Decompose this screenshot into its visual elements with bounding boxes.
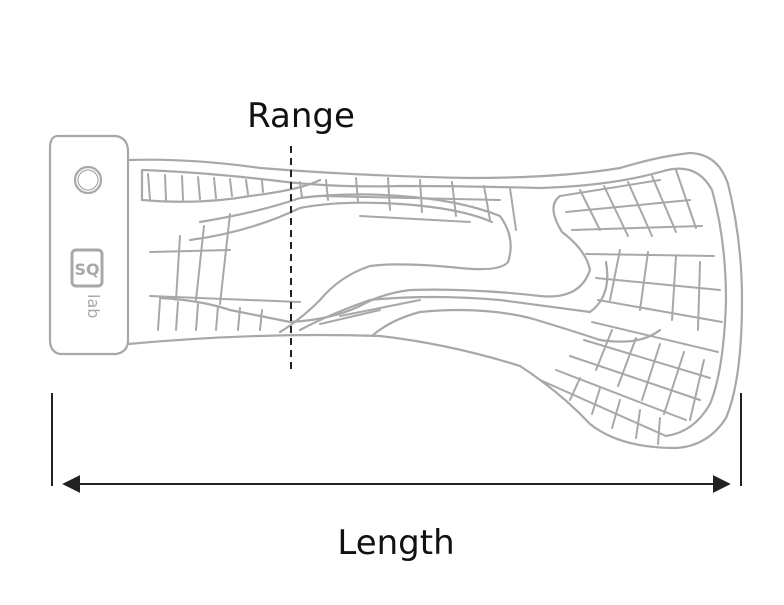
grip-outline [126, 151, 744, 450]
logo-brand-word: lab [84, 294, 103, 318]
length-label: Length [337, 523, 455, 563]
grip-ribs-right [539, 169, 723, 445]
grip-ribs-middle [299, 177, 517, 325]
range-label: Range [247, 96, 355, 136]
sqlab-logo: SQ lab [70, 248, 104, 318]
grip-inner-panel [140, 167, 728, 438]
clamp-collar [48, 134, 130, 356]
grip-body [48, 134, 744, 450]
grip-ribs-left [147, 173, 301, 331]
clamp-bolt-icon [73, 165, 103, 195]
logo-brand-mark: SQ [74, 260, 99, 279]
